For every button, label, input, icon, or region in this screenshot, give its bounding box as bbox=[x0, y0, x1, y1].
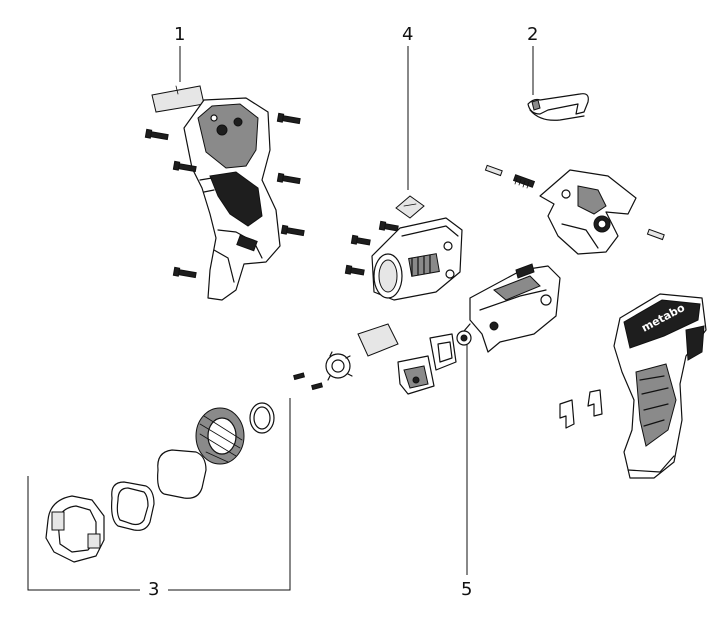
part-5-switch-parts bbox=[397, 323, 472, 395]
part-1-label-plate bbox=[151, 85, 205, 113]
part-1-screws bbox=[144, 112, 305, 279]
right-housing-half bbox=[613, 293, 707, 479]
callout-3: 3 bbox=[148, 579, 160, 600]
gear-housing-cover bbox=[539, 169, 637, 255]
part-4-screws bbox=[344, 220, 399, 276]
part-1-left-housing bbox=[183, 97, 281, 301]
callout-4: 4 bbox=[402, 24, 414, 45]
insulating-pad bbox=[357, 323, 399, 357]
part-5-spring-contact bbox=[456, 323, 472, 346]
part-4-label bbox=[395, 195, 425, 219]
part-3-ring bbox=[111, 481, 155, 531]
part-4-motor-housing bbox=[371, 217, 463, 301]
callout-1: 1 bbox=[174, 24, 186, 45]
part-3-oring-small bbox=[249, 402, 275, 434]
part-3-gasket bbox=[157, 449, 207, 499]
part-2-belt-clip bbox=[527, 93, 589, 121]
callout-2: 2 bbox=[527, 24, 539, 45]
pins-and-spring bbox=[484, 164, 665, 241]
part-3-small-screws bbox=[293, 372, 323, 391]
leader-lines bbox=[27, 46, 534, 591]
part-3-washer bbox=[325, 351, 353, 381]
callout-5: 5 bbox=[461, 579, 473, 600]
switch-housing bbox=[469, 263, 561, 353]
battery-terminals bbox=[559, 389, 603, 429]
part-3-fan-grill bbox=[195, 407, 245, 465]
part-3-front-cap bbox=[45, 495, 105, 563]
